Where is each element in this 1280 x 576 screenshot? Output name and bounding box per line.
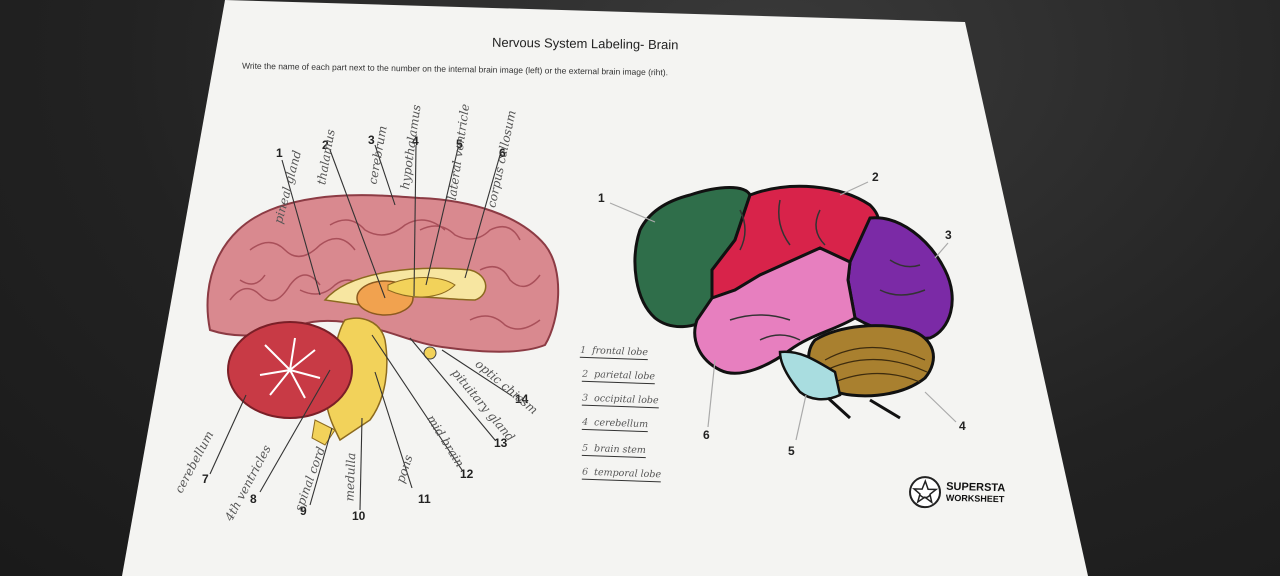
external-label-number: 5 [788,444,795,458]
internal-label-number: 12 [460,467,474,481]
external-label-number: 4 [959,419,966,433]
internal-label-number: 9 [300,504,307,518]
internal-label-number: 6 [499,146,506,160]
internal-label-number: 14 [515,392,529,406]
external-label-number: 2 [872,170,879,184]
internal-label-number: 5 [456,137,463,151]
external-label-number: 3 [945,228,952,242]
star-face-icon [909,476,942,509]
internal-label-number: 4 [412,134,419,148]
external-label-number: 1 [598,191,605,205]
internal-label-number: 1 [276,146,283,160]
internal-label-number: 8 [250,492,257,506]
internal-label-number: 2 [322,138,329,152]
internal-label-number: 13 [494,436,508,450]
internal-label-number: 3 [368,133,375,147]
superstar-worksheets-logo: SUPERSTA WORKSHEET [908,475,1006,512]
external-label-number: 6 [703,428,710,442]
internal-label-number: 10 [352,509,366,523]
internal-label-number: 11 [418,492,431,506]
internal-label-number: 7 [202,472,209,486]
logo-line2: WORKSHEET [945,492,1005,505]
